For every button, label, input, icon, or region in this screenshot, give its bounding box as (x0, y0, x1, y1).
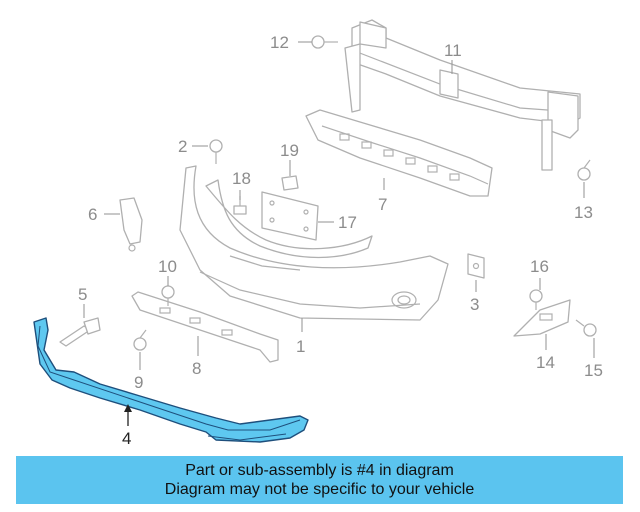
part-energy-absorber (305, 109, 493, 197)
fastener-15 (575, 319, 597, 337)
callout-7: 7 (378, 195, 387, 214)
callout-9: 9 (134, 373, 143, 392)
part-4-spoiler-highlighted (33, 317, 309, 443)
info-banner: Part or sub-assembly is #4 in diagram Di… (16, 456, 623, 504)
callout-5: 5 (78, 285, 87, 304)
callout-15: 15 (584, 361, 603, 380)
fastener-10 (161, 285, 175, 306)
leader-lines (83, 41, 595, 426)
callout-6: 6 (88, 205, 97, 224)
callout-8: 8 (192, 359, 201, 378)
part-tow-hook-cover (119, 197, 143, 252)
part-license-bracket (261, 191, 319, 241)
fastener-9 (133, 329, 147, 351)
banner-line-2: Diagram may not be specific to your vehi… (164, 481, 475, 498)
callout-11: 11 (444, 41, 462, 60)
part-bumper-fascia (179, 165, 449, 321)
callout-2: 2 (178, 137, 187, 156)
fastener-19 (281, 175, 299, 191)
callout-12: 12 (270, 33, 289, 52)
callout-19: 19 (280, 141, 299, 160)
part-lower-trim (131, 291, 279, 363)
callout-1: 1 (296, 337, 305, 356)
callout-labels: 12 11 2 19 18 6 7 17 13 10 3 16 5 1 8 9 … (78, 33, 603, 448)
callout-10: 10 (158, 257, 177, 276)
fastener-2 (209, 139, 223, 164)
banner-line-1: Part or sub-assembly is #4 in diagram (185, 462, 454, 479)
fastener-13 (577, 159, 591, 181)
fastener-5 (59, 317, 101, 347)
callout-18: 18 (232, 169, 251, 188)
parts-diagram: 12 11 2 19 18 6 7 17 13 10 3 16 5 1 8 9 … (33, 19, 603, 448)
fastener-12 (311, 35, 338, 49)
part-side-spacer (513, 299, 571, 337)
callout-3: 3 (470, 295, 479, 314)
callout-13: 13 (574, 203, 593, 222)
callout-17: 17 (338, 213, 357, 232)
part-reinforcement-beam (344, 19, 581, 171)
callout-14: 14 (536, 353, 555, 372)
callout-4: 4 (122, 429, 131, 448)
fastener-16 (529, 289, 543, 310)
callout-16: 16 (530, 257, 549, 276)
part-side-bracket (467, 253, 485, 279)
